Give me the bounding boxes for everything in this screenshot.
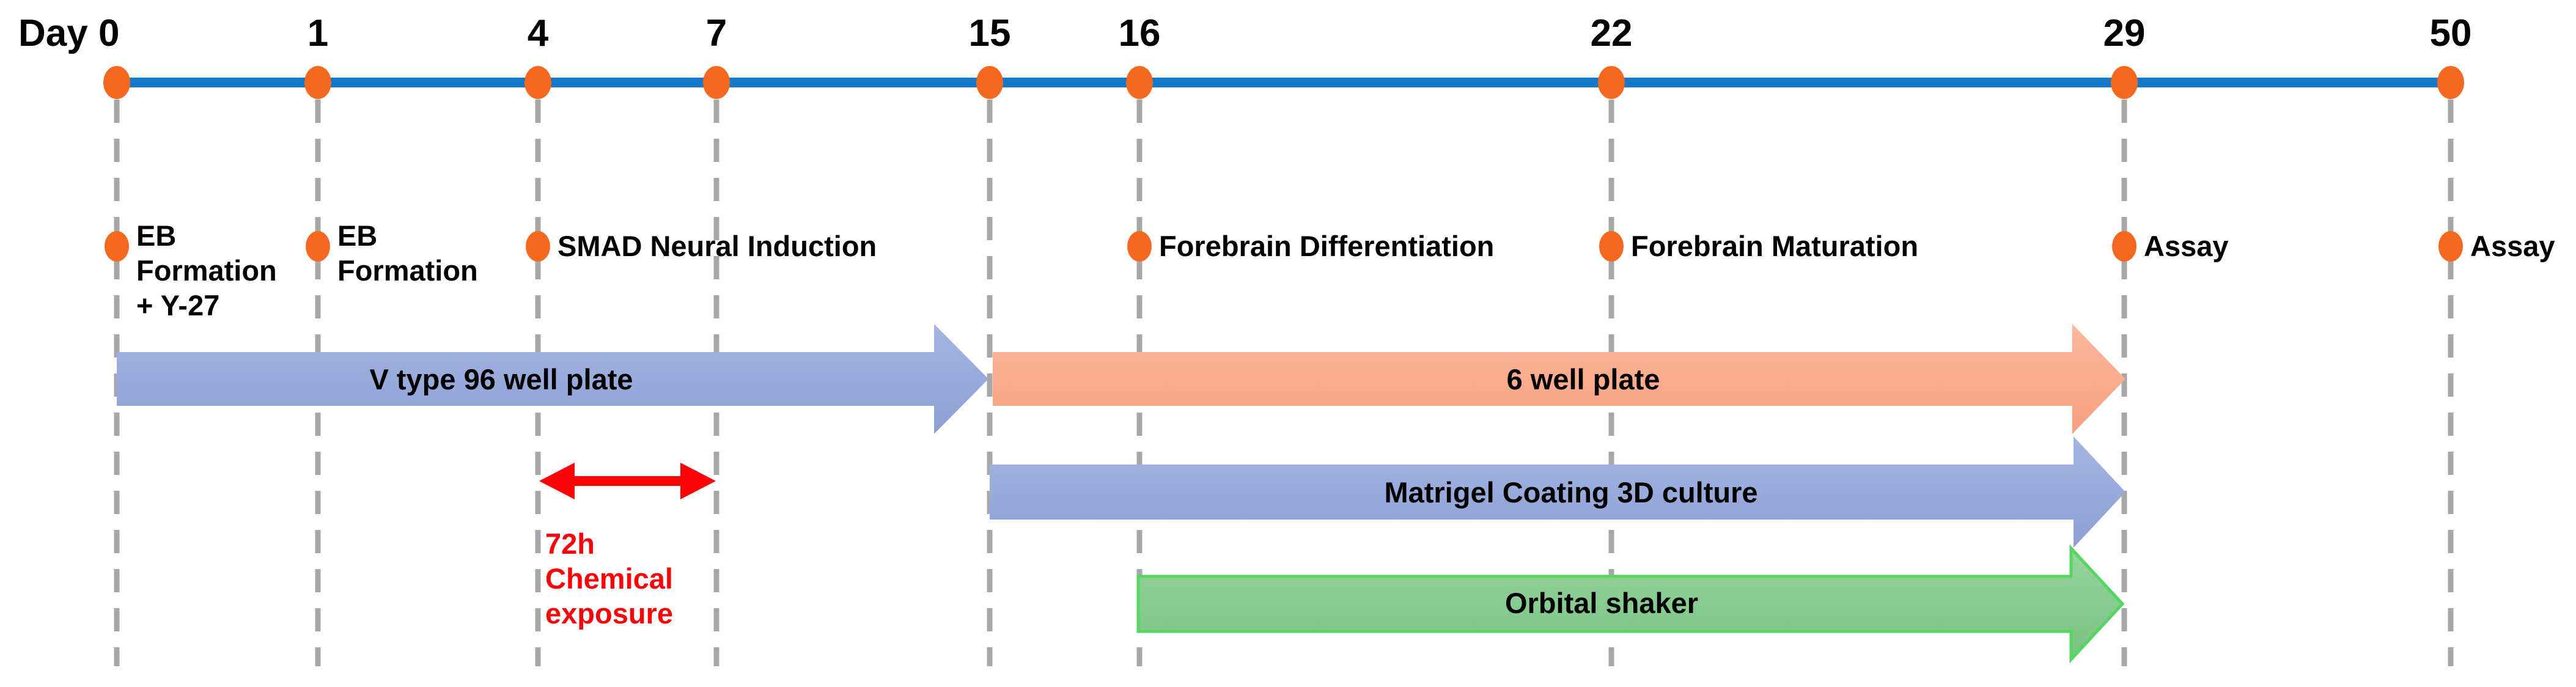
day-axis-prefix: Day (18, 12, 88, 54)
event-label-smad-neural-induction: SMAD Neural Induction (558, 230, 877, 262)
arrow-matrigel-3d-culture (990, 436, 2125, 548)
day-label-0: Day 0 (18, 13, 119, 54)
event-dot-day-16 (1127, 231, 1152, 262)
event-dot-day-29 (2112, 231, 2136, 262)
day-marker-4 (524, 66, 551, 99)
event-dot-day-4 (526, 231, 550, 262)
event-label-assay-day50: Assay (2470, 230, 2555, 262)
day-marker-29 (2111, 66, 2138, 99)
day-label-7: 7 (705, 12, 727, 54)
event-text-line: EB (337, 219, 378, 252)
annotation-line-exposure: exposure (545, 597, 673, 630)
day-markers (103, 66, 2464, 99)
chemical-exposure-annotation: 72h Chemical exposure (545, 526, 673, 631)
day-label-1: 1 (307, 12, 329, 54)
arrow-label-6well: 6 well plate (1507, 363, 1660, 395)
event-text-line: EB (136, 219, 177, 252)
day-label-22: 22 (1590, 12, 1633, 54)
event-dot-day-1 (306, 231, 330, 262)
arrow-v96-well-plate (117, 324, 988, 434)
day-label-15: 15 (968, 12, 1011, 54)
event-label-forebrain-differentiation: Forebrain Differentiation (1159, 230, 1495, 262)
arrow-orbital-shaker (1136, 544, 2125, 664)
duration-double-arrow-icon (539, 463, 716, 499)
event-text-line: Formation (337, 254, 478, 287)
arrow-label-shaker: Orbital shaker (1505, 587, 1698, 619)
arrow-6-well-plate (993, 324, 2125, 434)
event-dot-day-0 (105, 231, 129, 262)
annotation-line-chemical: Chemical (545, 562, 673, 595)
day-marker-7 (703, 66, 730, 99)
day-label-16: 16 (1118, 12, 1161, 54)
day-marker-1 (304, 66, 331, 99)
event-dots (105, 231, 2463, 262)
day-marker-0 (103, 66, 130, 99)
day-marker-22 (1598, 66, 1625, 99)
event-label-forebrain-maturation: Forebrain Maturation (1631, 230, 1919, 262)
event-dot-day-50 (2438, 231, 2463, 262)
event-dot-day-22 (1599, 231, 1624, 262)
event-text-line: Formation (136, 254, 277, 287)
day-marker-50 (2437, 66, 2464, 99)
annotation-line-72h: 72h (545, 527, 595, 560)
day-number-0: 0 (98, 12, 120, 54)
arrow-label-v96: V type 96 well plate (369, 363, 633, 395)
arrow-label-matrigel: Matrigel Coating 3D culture (1384, 476, 1757, 509)
event-label-assay-day29: Assay (2144, 230, 2229, 262)
event-label-eb-formation-y27: EB Formation + Y-27 (136, 218, 277, 323)
day-marker-15 (976, 66, 1003, 99)
day-label-50: 50 (2429, 12, 2472, 54)
day-label-29: 29 (2103, 12, 2146, 54)
day-marker-16 (1126, 66, 1153, 99)
day-label-4: 4 (527, 12, 549, 54)
event-text-line: + Y-27 (136, 289, 220, 321)
event-label-eb-formation: EB Formation (337, 218, 478, 288)
timeline-axis (117, 78, 2451, 87)
